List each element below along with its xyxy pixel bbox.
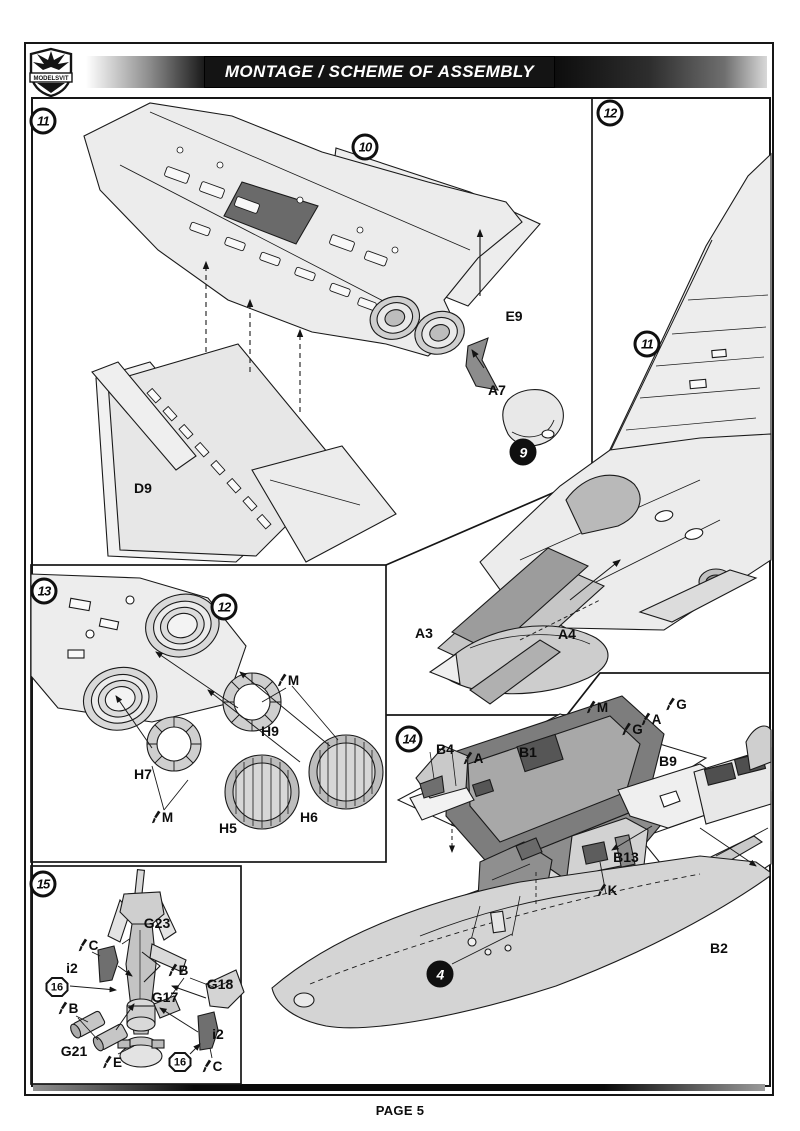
step-badge: 9 — [509, 438, 537, 466]
part-label: B9 — [659, 753, 677, 769]
part-label: B4 — [436, 741, 454, 757]
glue-brush-icon — [151, 810, 161, 824]
glue-letter-label: G — [632, 721, 643, 737]
glue-mark: G — [621, 722, 643, 736]
glue-mark: A — [641, 711, 662, 727]
glue-brush-icon — [58, 1001, 68, 1015]
step15-art — [69, 869, 245, 1068]
step-badge: 12 — [596, 99, 624, 127]
step-badge: 11 — [633, 330, 661, 358]
glue-mark: M — [277, 673, 299, 687]
part-label: G17 — [151, 989, 179, 1005]
step13-art — [30, 573, 384, 830]
glue-mark: B — [168, 962, 189, 978]
sprue-badge-number: 16 — [173, 1056, 187, 1068]
header-bar: MONTAGE / SCHEME OF ASSEMBLY — [86, 56, 767, 88]
glue-letter-label: E — [112, 1054, 123, 1070]
page-title: MONTAGE / SCHEME OF ASSEMBLY — [224, 62, 535, 81]
glue-mark: A — [463, 750, 484, 766]
glue-letter-label: M — [161, 809, 174, 825]
glue-mark: M — [586, 700, 608, 714]
part-label: A7 — [488, 382, 506, 398]
logo-text: MODELSVIT — [33, 76, 68, 82]
glue-brush-icon — [168, 963, 178, 977]
part-label: A3 — [415, 625, 433, 641]
glue-brush-icon — [621, 722, 631, 736]
glue-letter-label: C — [212, 1058, 223, 1074]
step-badge: 12 — [210, 593, 238, 621]
glue-mark: E — [102, 1055, 122, 1069]
glue-mark: G — [665, 697, 687, 711]
glue-letter-label: B — [178, 962, 189, 978]
glue-mark: C — [78, 937, 99, 953]
part-label: D9 — [134, 480, 152, 496]
glue-letter-label: M — [287, 672, 300, 688]
glue-brush-icon — [102, 1055, 112, 1069]
sprue-badge-number: 16 — [50, 981, 64, 993]
step-badge: 10 — [351, 133, 379, 161]
glue-mark: M — [151, 810, 173, 824]
modelsvit-logo: MODELSVIT — [28, 47, 74, 98]
glue-mark: B — [58, 1000, 79, 1016]
step11-art — [83, 102, 564, 563]
header-gradient-right — [555, 56, 767, 88]
part-label: B1 — [519, 744, 537, 760]
part-label: E9 — [505, 308, 523, 324]
glue-brush-icon — [641, 712, 651, 726]
glue-letter-label: C — [88, 937, 99, 953]
glue-brush-icon — [597, 883, 607, 897]
page-title-box: MONTAGE / SCHEME OF ASSEMBLY — [204, 56, 555, 88]
glue-brush-icon — [586, 700, 596, 714]
glue-letter-label: A — [473, 750, 484, 766]
step-badge: 13 — [30, 577, 58, 605]
glue-mark: C — [202, 1058, 223, 1074]
footer-gradient-bar — [33, 1084, 765, 1091]
part-label: H9 — [261, 723, 279, 739]
part-label: B2 — [710, 940, 728, 956]
header-gradient-left — [86, 56, 204, 88]
part-label: G23 — [143, 915, 171, 931]
glue-brush-icon — [665, 697, 675, 711]
step-badge: 11 — [29, 107, 57, 135]
part-label: i2 — [212, 1026, 224, 1042]
glue-letter-label: A — [651, 711, 662, 727]
step-badge: 15 — [29, 870, 57, 898]
step-badge: 14 — [395, 725, 423, 753]
glue-mark: K — [597, 882, 618, 898]
step-badge: 4 — [426, 960, 454, 988]
sprue-badge: 16 — [45, 977, 69, 998]
part-label: H7 — [134, 766, 152, 782]
page-number: PAGE 5 — [375, 1103, 425, 1118]
glue-letter-label: K — [607, 882, 618, 898]
part-label: i2 — [66, 960, 78, 976]
glue-letter-label: M — [596, 699, 609, 715]
step12-art — [428, 152, 772, 705]
glue-brush-icon — [463, 751, 473, 765]
part-label: H6 — [300, 809, 318, 825]
part-label: G18 — [206, 976, 234, 992]
glue-letter-label: G — [676, 696, 687, 712]
glue-brush-icon — [202, 1059, 212, 1073]
glue-brush-icon — [78, 938, 88, 952]
part-label: B13 — [613, 849, 639, 865]
sprue-badge: 16 — [168, 1052, 192, 1073]
part-label: G21 — [60, 1043, 88, 1059]
glue-brush-icon — [277, 673, 287, 687]
step14-art — [271, 695, 772, 1029]
glue-letter-label: B — [68, 1000, 79, 1016]
part-label: H5 — [219, 820, 237, 836]
part-label: A4 — [558, 626, 576, 642]
